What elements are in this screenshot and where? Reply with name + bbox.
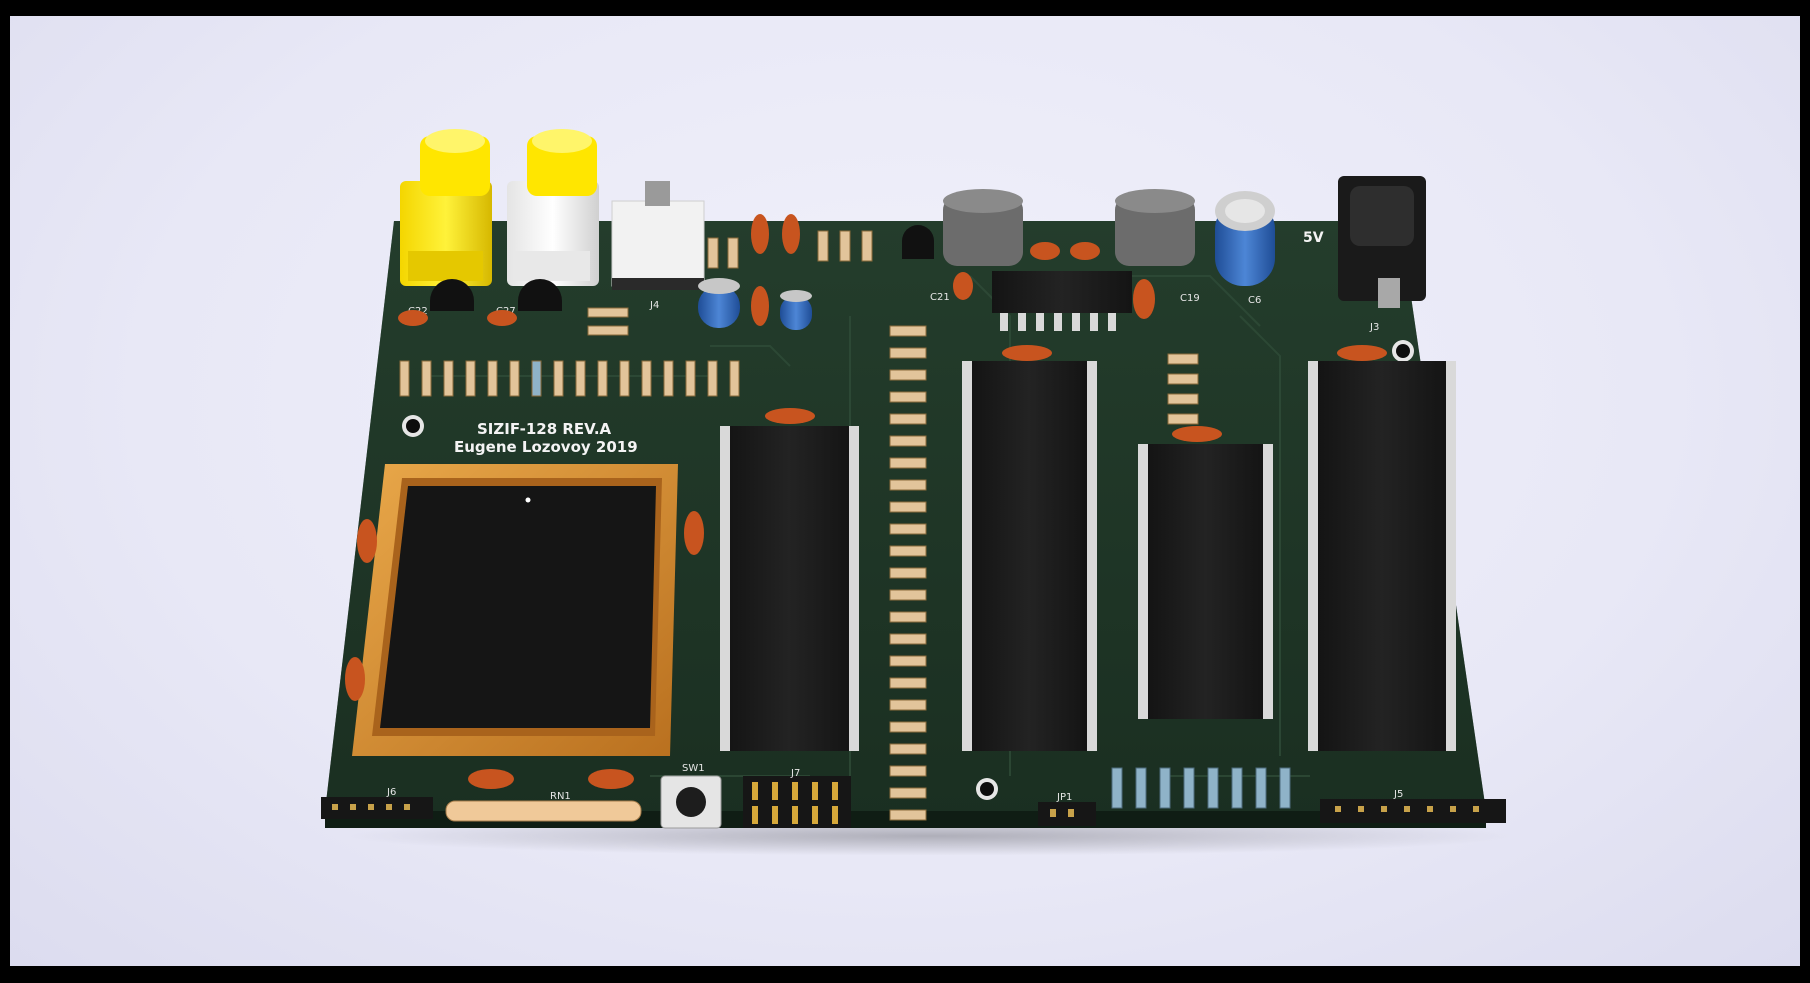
ref-j4: J4 (649, 300, 659, 311)
dip-ic-3 (1138, 426, 1273, 719)
pin-header-j6 (321, 797, 433, 819)
crystal-1 (943, 189, 1023, 266)
pin-header-j7 (743, 776, 851, 828)
pcb-3d-render: SIZIF-128 REV.A Eugene Lozovoy 2019 5V J… (321, 129, 1506, 829)
transistor-3 (902, 225, 934, 259)
transistor-1 (430, 279, 474, 311)
dc-barrel-jack-j3 (1338, 176, 1426, 308)
ref-c6: C6 (1248, 295, 1261, 306)
audio-jack-j4 (611, 181, 705, 290)
plcc-socket (352, 464, 678, 756)
ref-c21: C21 (930, 292, 950, 303)
ref-j3: J3 (1369, 322, 1379, 333)
ceramic-caps-top (398, 214, 1155, 326)
pin-header-j5 (1320, 799, 1506, 823)
crystal-2 (1115, 189, 1195, 266)
resistor-row-bottom (1111, 767, 1291, 809)
board-author: Eugene Lozovoy 2019 (454, 438, 638, 456)
rca-connector-white (507, 129, 599, 286)
resistor-ladder-center (889, 325, 927, 821)
ref-sw1: SW1 (682, 763, 705, 774)
resistor-stack-ic3 (1167, 353, 1199, 425)
ref-c19: C19 (1180, 293, 1200, 304)
ceramic-caps-plcc (345, 511, 704, 789)
dip-ic-4 (1308, 345, 1456, 751)
jumper-jp1 (1038, 802, 1096, 826)
ref-j7: J7 (790, 768, 800, 779)
electrolytic-caps-small (698, 278, 812, 330)
power-label: 5V (1303, 230, 1324, 246)
resistor-array-left (399, 360, 740, 397)
rca-connector-yellow (400, 129, 492, 286)
transistor-2 (518, 279, 562, 311)
dip-ic-2 (962, 345, 1097, 751)
ref-j5: J5 (1393, 789, 1403, 800)
push-button-sw1 (660, 775, 722, 829)
3d-viewer-canvas[interactable]: SIZIF-128 REV.A Eugene Lozovoy 2019 5V J… (10, 16, 1800, 966)
board-title: SIZIF-128 REV.A (477, 420, 612, 438)
ref-j6: J6 (386, 787, 396, 798)
resistor-network-rn1 (445, 800, 642, 822)
dip-ic-1 (720, 408, 859, 751)
resistor-row-top (587, 230, 873, 336)
ref-rn1: RN1 (550, 791, 571, 802)
logic-ic-dip14 (992, 271, 1132, 331)
electrolytic-cap-c6 (1215, 191, 1275, 286)
ref-jp1: JP1 (1056, 792, 1072, 803)
